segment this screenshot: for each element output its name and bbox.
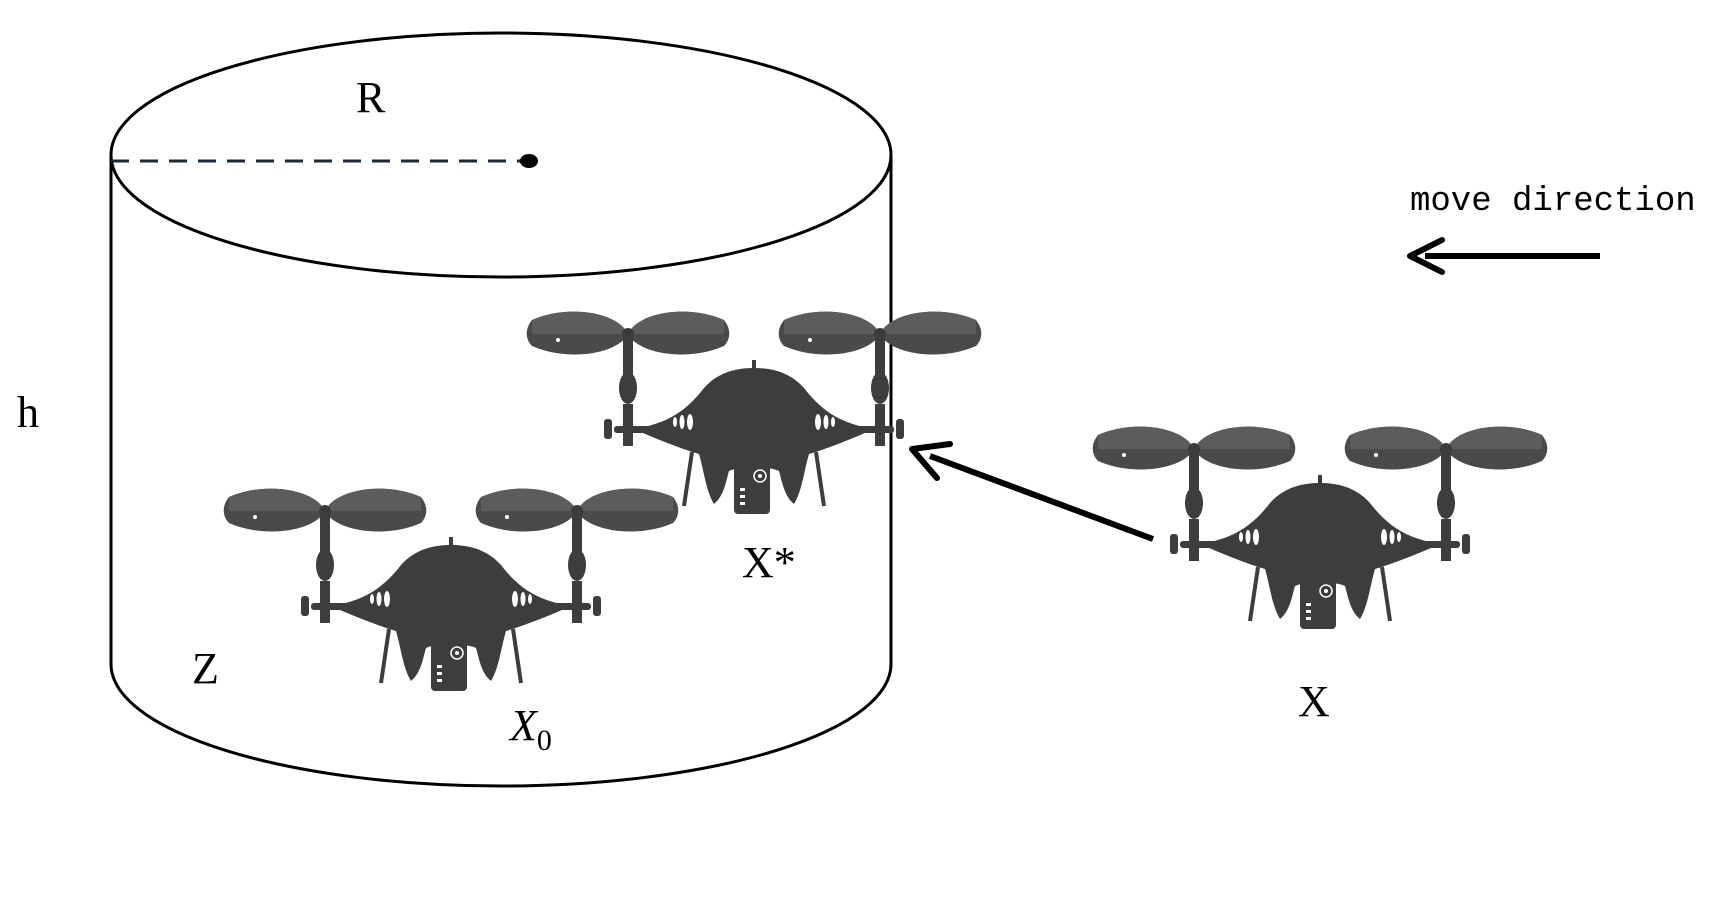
initial-position-main: X — [508, 701, 539, 750]
radius-label: R — [356, 73, 386, 122]
zone-label: Z — [192, 644, 219, 693]
cylinder-bottom-arc — [109, 663, 893, 788]
drone-icon-initial — [224, 489, 679, 691]
cylinder — [109, 31, 893, 788]
trajectory-arrow — [909, 441, 1155, 542]
initial-position-label: X0 — [508, 701, 552, 757]
initial-position-subscript: 0 — [537, 724, 552, 757]
height-label: h — [17, 388, 39, 437]
drone-icon-current — [1093, 427, 1548, 629]
drone-icon-target — [527, 312, 982, 514]
target-position-label: X* — [742, 538, 796, 587]
center-point — [520, 154, 538, 168]
cylinder-top-ellipse — [109, 31, 893, 279]
current-position-label: X — [1298, 677, 1330, 726]
move-direction-label: move direction — [1410, 183, 1696, 221]
move-direction-arrow — [1407, 237, 1600, 275]
